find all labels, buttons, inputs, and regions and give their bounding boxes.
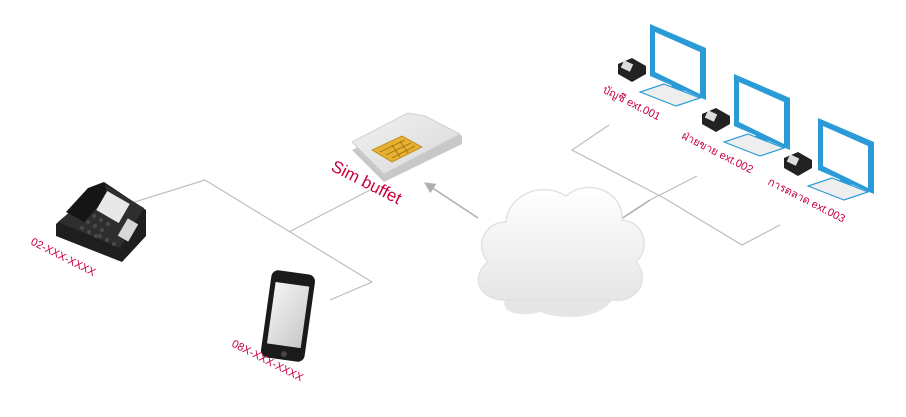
line-ext1-branch: [570, 124, 665, 199]
sim-card-icon: [351, 112, 462, 182]
smartphone-icon: [260, 270, 316, 362]
desk-phone-icon: [56, 182, 146, 262]
workstation-icon: [618, 24, 706, 107]
line-deskphone-to-hub: [121, 179, 374, 301]
workstation-icon: [702, 74, 790, 157]
line-ext3-branch: [663, 197, 781, 246]
arrow-cloud-to-sim: [424, 182, 479, 219]
line-ext2-to-arrow: [649, 175, 698, 201]
cloud-icon: [477, 186, 645, 317]
sim-chip-icon: [371, 135, 423, 163]
line-hub-to-sim: [288, 189, 371, 233]
connector-lines: [121, 124, 781, 301]
workstation-icon: [784, 118, 874, 201]
